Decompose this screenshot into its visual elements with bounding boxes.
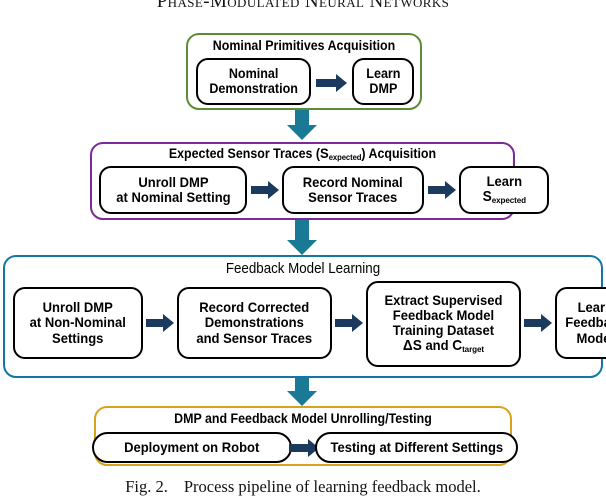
arrow-extract-to-learn-feedback — [524, 314, 552, 332]
arrow-head — [268, 181, 279, 199]
stage-title-part-after: ) Acquisition — [361, 146, 437, 161]
node-record-nominal-sensor-traces[interactable]: Record Nominal Sensor Traces — [282, 166, 424, 214]
node-testing-different-settings[interactable]: Testing at Different Settings — [315, 432, 518, 463]
connector-nominal-to-expected — [287, 110, 317, 140]
node-learn-feedback-model[interactable]: Learn Feedback Model — [555, 287, 606, 359]
arrow-head — [445, 181, 456, 199]
stage-title-dmp-feedback-unrolling-testing: DMP and Feedback Model Unrolling/Testing — [174, 411, 432, 426]
node-unroll-dmp-nominal[interactable]: Unroll DMP at Nominal Setting — [99, 166, 247, 214]
node-line-symbol: Sexpected — [482, 189, 525, 206]
node-line: Demonstrations — [204, 314, 305, 331]
arrow-head — [336, 74, 347, 92]
arrow-shaft — [289, 444, 309, 452]
node-line: Deployment on Robot — [124, 438, 260, 455]
stage-title-part-before: Expected Sensor Traces ( — [168, 146, 321, 161]
connector-head — [287, 240, 317, 255]
node-unroll-dmp-non-nominal[interactable]: Unroll DMP at Non-Nominal Settings — [13, 287, 143, 359]
arrow-head — [352, 314, 363, 332]
stage-title-nominal-primitives-acquisition: Nominal Primitives Acquisition — [212, 38, 396, 53]
stage-feedback-model-learning: Feedback Model Learning Unroll DMP at No… — [3, 255, 606, 378]
node-extract-supervised-training-dataset[interactable]: Extract Supervised Feedback Model Traini… — [366, 281, 521, 367]
arrow-head — [541, 314, 552, 332]
node-line: DMP — [369, 80, 397, 96]
node-record-corrected-demonstrations[interactable]: Record Corrected Demonstrations and Sens… — [177, 287, 332, 359]
symbol-s-subscript: expected — [491, 194, 526, 205]
node-line: Record Corrected — [199, 299, 310, 316]
node-line: Sensor Traces — [308, 189, 398, 205]
arrow-head — [308, 439, 319, 457]
symbol-c: C — [452, 338, 463, 355]
node-line: Learn — [577, 299, 606, 316]
arrow-record-to-learn-s-expected — [428, 181, 456, 199]
symbol-s-subscript: expected — [328, 151, 362, 162]
figure-label: Fig. 2. — [125, 477, 168, 496]
arrow-record-to-extract — [335, 314, 363, 332]
arrow-shaft — [428, 186, 446, 194]
connector-head — [287, 391, 317, 406]
connector-expected-to-feedback — [287, 220, 317, 255]
node-nominal-demonstration[interactable]: Nominal Demonstration — [196, 58, 311, 105]
arrow-shaft — [524, 319, 542, 327]
arrow-unroll-to-record-corrected — [146, 314, 174, 332]
node-line: Model — [576, 329, 606, 346]
symbol-c-subscript: target — [462, 343, 485, 354]
node-line: at Non-Nominal — [29, 314, 127, 331]
figure-caption: Fig. 2. Process pipeline of learning feed… — [0, 477, 606, 497]
symbol-s: S — [320, 146, 329, 162]
arrow-deployment-to-testing — [289, 439, 319, 457]
node-line: Feedback Model — [392, 307, 495, 323]
arrow-shaft — [146, 319, 164, 327]
arrow-nominal-demo-to-learn-dmp — [316, 74, 347, 92]
symbol-s: S — [482, 189, 492, 206]
node-line: Feedback — [564, 314, 606, 331]
node-learn-s-expected[interactable]: Learn Sexpected — [459, 166, 549, 214]
node-line: Nominal — [228, 65, 279, 81]
node-line: Unroll DMP — [42, 299, 114, 316]
node-learn-dmp[interactable]: Learn DMP — [352, 58, 414, 105]
stage-expected-sensor-traces-acquisition: Expected Sensor Traces (Sexpected) Acqui… — [90, 142, 549, 220]
connector-head — [287, 125, 317, 140]
arrow-shaft — [316, 79, 337, 87]
node-line: Record Nominal — [303, 173, 403, 190]
connector-shaft — [295, 110, 309, 127]
connector-shaft — [295, 220, 309, 242]
node-deployment-on-robot[interactable]: Deployment on Robot — [92, 432, 292, 463]
stage-nominal-primitives-acquisition: Nominal Primitives Acquisition Nominal D… — [186, 33, 422, 110]
node-line: and Sensor Traces — [196, 329, 313, 346]
node-line: Demonstration — [209, 80, 298, 96]
stage-title-expected-sensor-traces: Expected Sensor Traces (Sexpected) Acqui… — [109, 146, 496, 162]
node-line: Extract Supervised — [384, 291, 503, 308]
figure-caption-text: Process pipeline of learning feedback mo… — [183, 477, 481, 496]
node-line: Testing at Different Settings — [330, 438, 503, 455]
node-line: Learn — [365, 65, 401, 81]
node-line: Learn — [486, 173, 522, 189]
symbol-delta-s: ΔS — [402, 338, 422, 355]
node-line: at Nominal Setting — [115, 189, 231, 205]
node-line: Settings — [52, 329, 104, 346]
arrow-unroll-to-record-nominal — [251, 181, 279, 199]
connector-feedback-to-unrolling — [287, 378, 317, 406]
node-line: Unroll DMP — [137, 173, 209, 190]
stage-title-feedback-model-learning: Feedback Model Learning — [225, 261, 381, 277]
stage-dmp-feedback-unrolling-testing: DMP and Feedback Model Unrolling/Testing… — [92, 406, 518, 466]
node-line: Training Dataset — [392, 322, 495, 339]
arrow-shaft — [251, 186, 269, 194]
arrow-shaft — [335, 319, 353, 327]
connector-shaft — [295, 378, 309, 393]
formula-conjunction: and — [421, 337, 453, 354]
arrow-head — [163, 314, 174, 332]
running-head: Phase-Modulated Neural Networks — [156, 0, 450, 12]
node-line-formula: ΔS and Ctarget — [385, 338, 503, 355]
